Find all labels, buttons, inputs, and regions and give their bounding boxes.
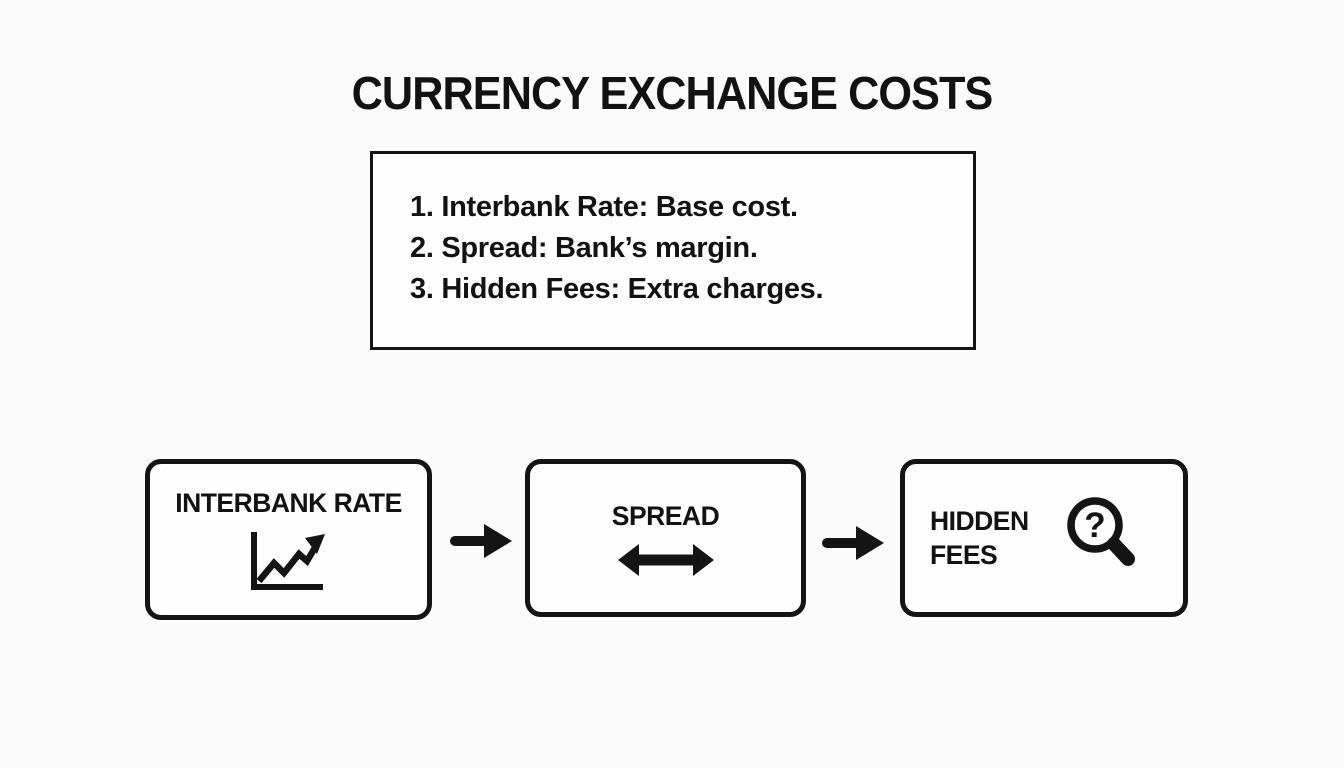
right-arrow-icon — [822, 526, 884, 560]
flow-step-interbank-rate: INTERBANK RATE — [145, 459, 432, 620]
summary-box: 1. Interbank Rate: Base cost. 2. Spread:… — [370, 151, 976, 350]
step-label: HIDDEN FEES — [930, 506, 1029, 570]
step-label: SPREAD — [611, 500, 720, 531]
magnifier-question-icon: ? — [1067, 497, 1135, 566]
right-arrow-icon — [450, 524, 512, 558]
flow-step-hidden-fees: HIDDEN FEES ? — [900, 459, 1188, 617]
flow-step-spread: SPREAD — [525, 459, 806, 617]
double-arrow-icon — [617, 543, 714, 576]
summary-item-interbank-rate: 1. Interbank Rate: Base cost. — [410, 191, 798, 223]
trend-chart-icon — [250, 532, 325, 590]
step-label: INTERBANK RATE — [175, 488, 402, 518]
summary-item-hidden-fees: 3. Hidden Fees: Extra charges. — [410, 273, 824, 305]
summary-item-spread: 2. Spread: Bank’s margin. — [410, 232, 758, 264]
question-mark-glyph: ? — [1084, 506, 1105, 545]
page-title: CURRENCY EXCHANGE COSTS — [351, 67, 994, 119]
